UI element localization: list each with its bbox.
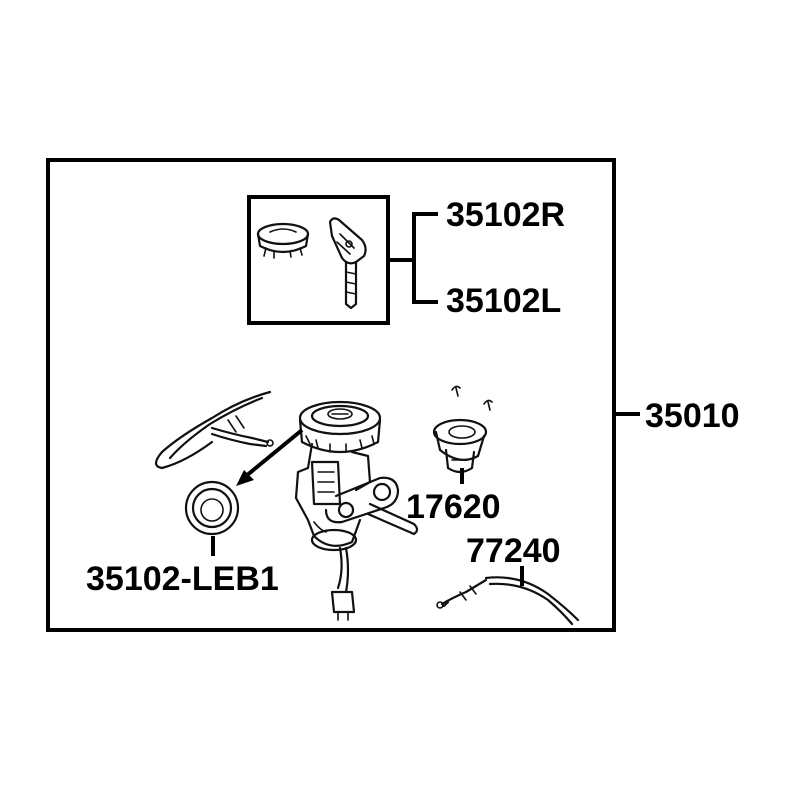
assembly-frame [46,158,616,632]
seat-lock-cable-illustration [436,576,580,626]
label-35010: 35010 [645,397,740,435]
handlebar-cable-illustration [154,390,274,470]
keys-inset-box [247,195,390,325]
label-77240: 77240 [466,532,561,570]
seat-lock-illustration [432,385,493,474]
ring-pointer-arrow [236,428,304,486]
key-blank-illustration [256,222,310,259]
label-35102r: 35102R [446,196,565,234]
label-17620: 17620 [406,488,501,526]
label-35102-leb1: 35102-LEB1 [86,560,279,598]
keys-leader-bracket [388,212,438,304]
label-35102l: 35102L [446,282,561,320]
ignition-switch-illustration [294,400,419,621]
key-cylinder-ring-illustration [184,480,240,536]
key-illustration [328,217,367,310]
